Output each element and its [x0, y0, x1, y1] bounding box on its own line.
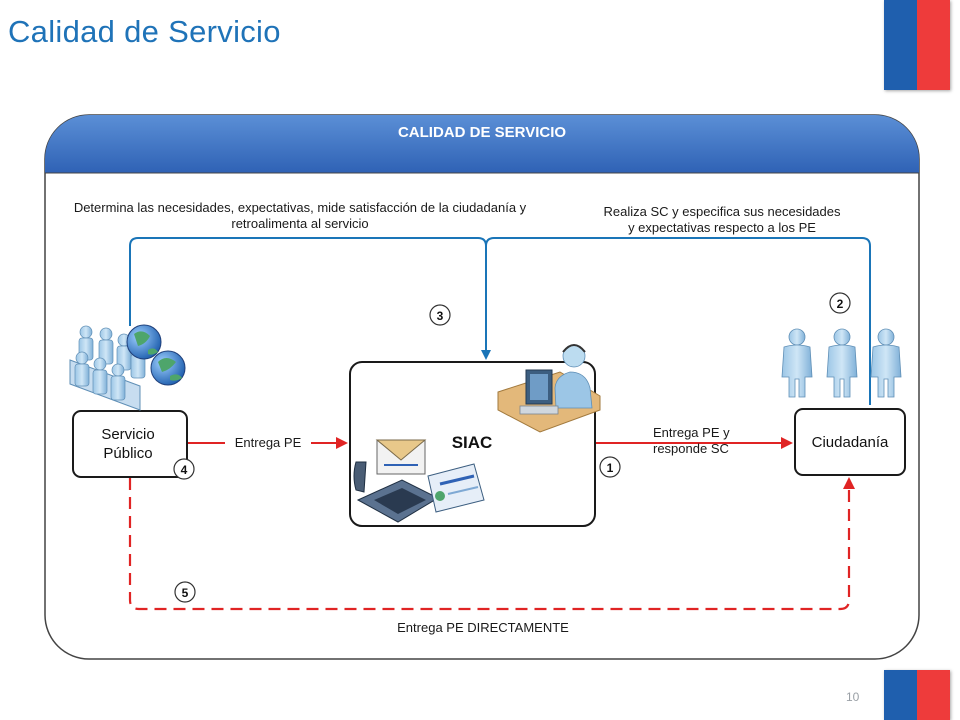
edge-label-entrega-responde-1: Entrega PE y	[653, 425, 730, 440]
svg-text:5: 5	[182, 586, 189, 600]
edge-label-entrega-pe: Entrega PE	[235, 435, 302, 450]
svg-text:2: 2	[837, 297, 844, 311]
telephone-icon	[353, 461, 440, 523]
note-right-line1: Realiza SC y especifica sus necesidades	[603, 204, 841, 219]
flow-entrega-directa	[128, 477, 855, 611]
note-left-line1: Determina las necesidades, expectativas,…	[74, 200, 527, 215]
svg-text:1: 1	[607, 461, 614, 475]
call-center-agent-icon	[497, 344, 601, 433]
step-badge-2: 2	[829, 292, 851, 314]
step-badge-1: 1	[599, 456, 621, 478]
slide-title: Calidad de Servicio	[8, 14, 281, 49]
ciudadania-label: Ciudadanía	[812, 434, 889, 451]
edge-label-directo: Entrega PE DIRECTAMENTE	[397, 620, 569, 635]
diagram-header: CALIDAD DE SERVICIO	[398, 124, 566, 141]
servicio-publico-line1: Servicio	[101, 426, 154, 443]
document-screen-icon	[427, 463, 485, 513]
servicio-publico-node	[72, 410, 188, 478]
step-badge-3: 3	[429, 304, 451, 326]
svg-text:4: 4	[181, 463, 188, 477]
globe-icon	[126, 324, 186, 386]
chile-flag-decoration-bottom	[884, 670, 950, 720]
step-badge-4: 4	[173, 458, 195, 480]
step-badge-5: 5	[174, 581, 196, 603]
chile-flag-decoration	[884, 0, 950, 90]
note-right-line2: y expectativas respecto a los PE	[628, 220, 816, 235]
page-number: 10	[846, 690, 860, 704]
ciudadania-node	[794, 408, 906, 476]
servicio-publico-line2: Público	[103, 445, 152, 462]
note-left-line2: retroalimenta al servicio	[231, 216, 368, 231]
siac-label: SIAC	[452, 433, 493, 452]
edge-label-entrega-responde-2: responde SC	[653, 441, 729, 456]
envelope-icon	[375, 439, 427, 475]
feedback-flow-right	[485, 237, 871, 405]
svg-text:3: 3	[437, 309, 444, 323]
